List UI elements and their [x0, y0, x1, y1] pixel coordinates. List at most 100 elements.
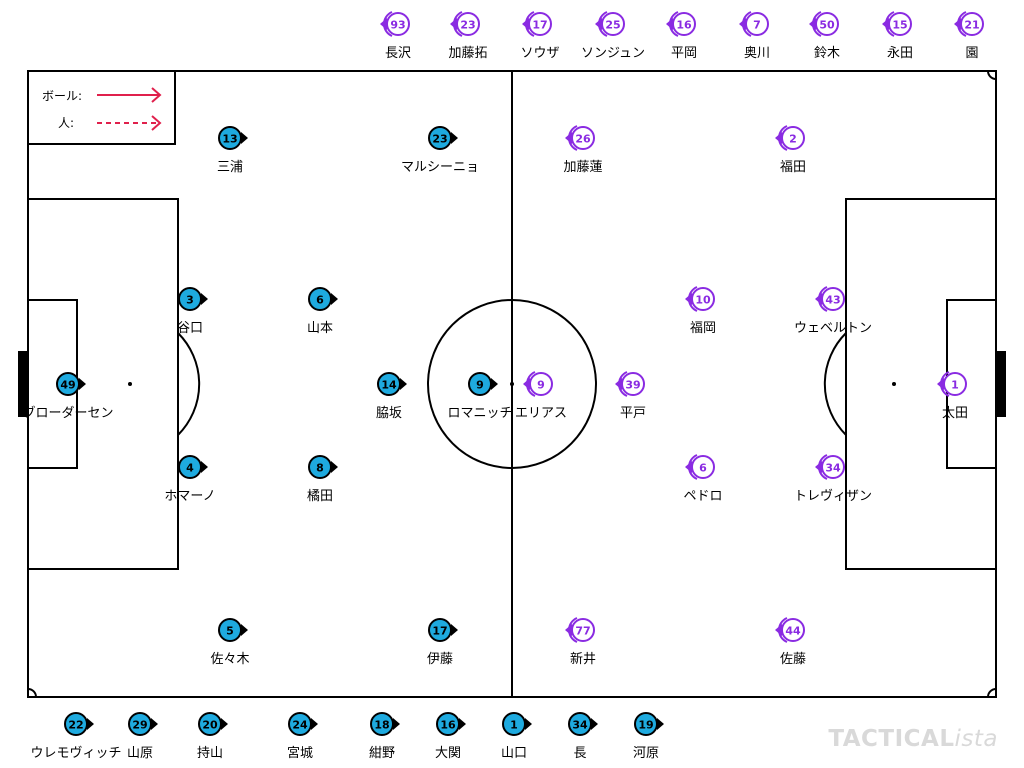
player-marker: [456, 12, 480, 36]
player-marker-ring: [778, 617, 788, 643]
player-number: 4: [186, 462, 194, 475]
player-name: 永田: [887, 46, 913, 61]
player-marker: [178, 287, 202, 311]
player-number: 39: [625, 379, 640, 392]
direction-arrow: [451, 132, 458, 144]
direction-arrow: [311, 718, 318, 730]
player-name: 三浦: [217, 160, 243, 175]
player-marker: [218, 618, 242, 642]
player-name: 山原: [127, 746, 153, 761]
player-name: 山本: [307, 321, 333, 336]
player-marker-ring: [568, 125, 578, 151]
home_players-token: 6: [308, 287, 338, 311]
player-marker: [178, 455, 202, 479]
direction-arrow: [87, 718, 94, 730]
player-number: 24: [292, 719, 308, 732]
player-name: 山口: [501, 746, 527, 761]
player-number: 93: [390, 19, 405, 32]
player-name: 伊藤: [427, 652, 453, 667]
home_players-token: 13: [218, 126, 248, 150]
player-marker: [781, 618, 805, 642]
direction-arrow: [491, 378, 498, 390]
player-name: 福岡: [690, 321, 716, 336]
player-marker: [308, 455, 332, 479]
away_bench-token: 23: [450, 11, 480, 37]
player-number: 7: [753, 19, 761, 32]
player-number: 43: [825, 294, 840, 307]
player-name: ロマニッチ: [447, 406, 512, 421]
player-marker: [691, 287, 715, 311]
player-number: 16: [440, 719, 456, 732]
player-number: 3: [186, 294, 194, 307]
player-marker: [218, 126, 242, 150]
player-name: 佐藤: [780, 652, 806, 667]
player-number: 17: [532, 19, 547, 32]
player-marker-ring: [885, 11, 895, 37]
player-marker-ring: [818, 454, 828, 480]
away_bench-token: 25: [595, 11, 625, 37]
player-marker: [601, 12, 625, 36]
player-name: エリアス: [515, 406, 567, 421]
player-name: 持山: [197, 746, 223, 761]
player-name: ソウザ: [520, 46, 559, 61]
away_bench-token: 7: [739, 11, 769, 37]
player-name: 大関: [435, 746, 461, 761]
direction-arrow: [400, 378, 407, 390]
home_players-token: 4: [178, 455, 208, 479]
direction-arrow: [241, 132, 248, 144]
player-number: 18: [374, 719, 389, 732]
player-marker-ring: [568, 617, 578, 643]
player-number: 26: [575, 133, 591, 146]
player-number: 8: [316, 462, 324, 475]
player-name: ソンジュン: [581, 46, 645, 61]
player-name: ウェベルトン: [794, 321, 872, 336]
player-marker: [571, 618, 595, 642]
home_players-token: 5: [218, 618, 248, 642]
player-number: 49: [60, 379, 75, 392]
player-name: 太田: [942, 406, 968, 421]
player-name: 鈴木: [814, 46, 840, 61]
player-number: 17: [432, 625, 447, 638]
player-name: 園: [965, 46, 978, 61]
home_players-token: 23: [428, 126, 458, 150]
player-number: 16: [676, 19, 692, 32]
player-marker: [436, 712, 460, 736]
player-marker: [377, 372, 401, 396]
player-number: 6: [316, 294, 324, 307]
player-name: 奥川: [744, 46, 770, 61]
away_players-token: 26: [565, 125, 595, 151]
legend-ball-arrowhead: [151, 87, 162, 103]
home_bench-token: 16: [436, 712, 466, 736]
legend-ball-label: ボール:: [42, 89, 82, 103]
player-marker: [634, 712, 658, 736]
away_players-token: 1: [937, 371, 967, 397]
direction-arrow: [151, 718, 158, 730]
home_players-token: 9: [468, 372, 498, 396]
player-marker-ring: [383, 11, 393, 37]
home_bench-token: 24: [288, 712, 318, 736]
player-name: 佐々木: [210, 652, 249, 667]
away_bench-token: 21: [954, 11, 984, 37]
tacticalista-logo: TACTICALista: [828, 726, 998, 752]
player-name: 平岡: [671, 46, 697, 61]
player-marker-ring: [525, 11, 535, 37]
player-marker: [960, 12, 984, 36]
player-number: 77: [575, 625, 590, 638]
home_players-token: 3: [178, 287, 208, 311]
player-number: 5: [226, 625, 234, 638]
player-marker: [745, 12, 769, 36]
player-marker: [56, 372, 80, 396]
home_players-token: 17: [428, 618, 458, 642]
player-marker: [386, 12, 410, 36]
player-marker-ring: [688, 454, 698, 480]
player-name: ペドロ: [683, 489, 722, 504]
direction-arrow: [331, 461, 338, 473]
away_players-token: 2: [775, 125, 805, 151]
player-number: 20: [202, 719, 218, 732]
away_players-token: 9: [523, 371, 553, 397]
player-marker: [128, 712, 152, 736]
player-marker-ring: [453, 11, 463, 37]
direction-arrow: [393, 718, 400, 730]
player-marker: [428, 618, 452, 642]
